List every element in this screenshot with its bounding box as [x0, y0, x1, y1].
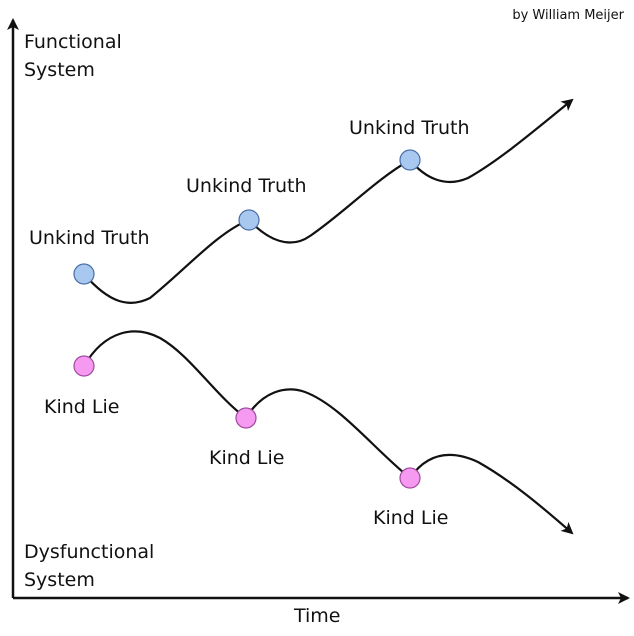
truth-point-1	[73, 263, 95, 285]
truth-point-2-label: Unkind Truth	[186, 175, 307, 197]
truth-point-1-label: Unkind Truth	[29, 227, 150, 249]
lie-point-1-label: Kind Lie	[44, 396, 120, 418]
truth-point-3-label: Unkind Truth	[349, 117, 470, 139]
lie-point-2-label: Kind Lie	[209, 447, 285, 469]
lie-point-3-label: Kind Lie	[373, 507, 449, 529]
x-axis-label: Time	[294, 605, 341, 627]
y-axis-bottom-label-line2: System	[24, 569, 95, 591]
lie-point-1	[73, 355, 95, 377]
author-credit: by William Meijer	[512, 8, 624, 23]
truth-point-3	[399, 149, 421, 171]
lie-point-2	[235, 407, 257, 429]
lie-path-curve	[83, 330, 574, 535]
y-axis-top-label-line1: Functional	[24, 31, 122, 53]
truth-point-2	[238, 209, 260, 231]
lie-point-3	[399, 467, 421, 489]
y-axis-top-label-line2: System	[24, 59, 95, 81]
truth-path-curve	[83, 98, 574, 304]
y-axis-bottom-label-line1: Dysfunctional	[24, 541, 155, 563]
